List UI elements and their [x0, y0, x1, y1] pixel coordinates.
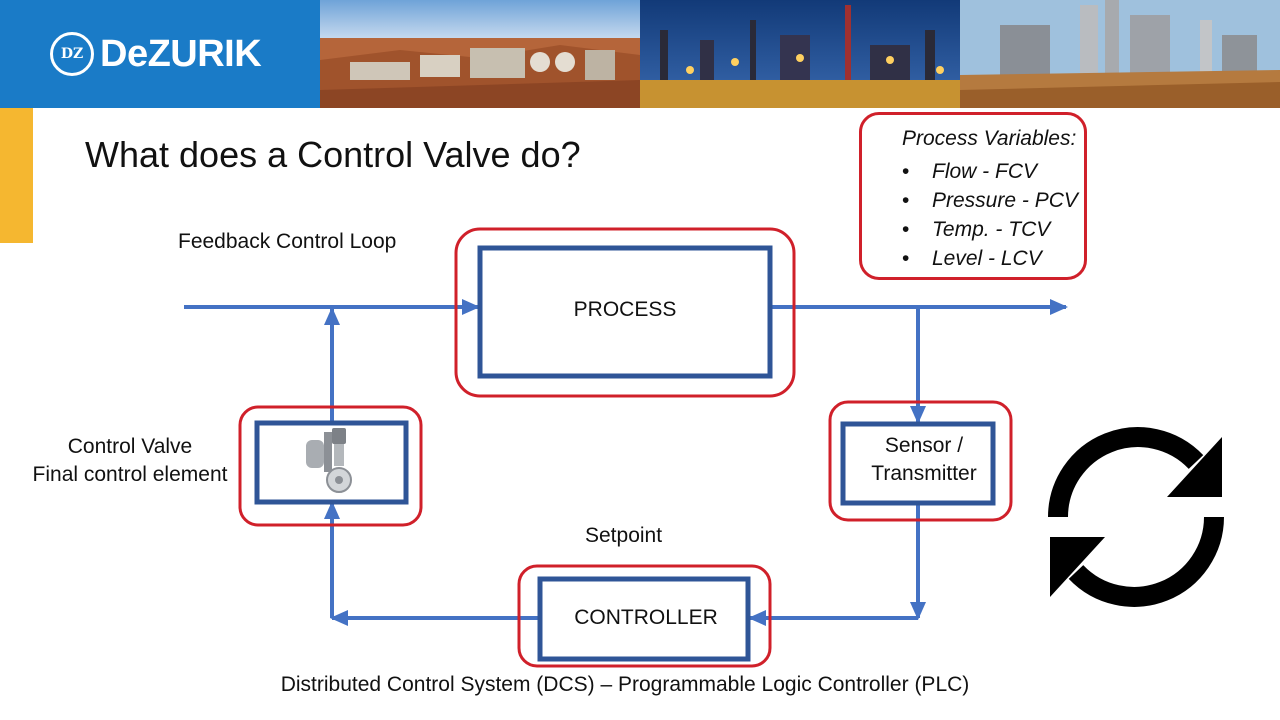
- list-item: Level - LCV: [902, 244, 1078, 273]
- valve-label-line1: Control Valve: [67, 435, 193, 458]
- process-variables-list: Flow - FCV Pressure - PCV Temp. - TCV Le…: [902, 157, 1078, 273]
- mine-photo: [320, 0, 640, 108]
- feedback-loop-label: Feedback Control Loop: [178, 230, 397, 253]
- mill-photo: [960, 0, 1280, 108]
- refresh-cycle-icon: [1048, 427, 1224, 607]
- sensor-label-line1: Sensor /: [884, 434, 964, 457]
- control-valve-icon: [306, 428, 352, 493]
- list-item: Flow - FCV: [902, 157, 1078, 186]
- setpoint-label: Setpoint: [585, 524, 663, 547]
- logo-text: DeZURIK: [100, 32, 262, 75]
- process-label: PROCESS: [573, 298, 677, 321]
- valve-highlight: [238, 405, 423, 527]
- process-box: [477, 245, 773, 379]
- refinery-night-photo: [640, 0, 960, 108]
- controller-box: [537, 576, 751, 662]
- controller-highlight: [517, 564, 772, 668]
- list-item: Temp. - TCV: [902, 215, 1078, 244]
- process-variables-heading: Process Variables:: [902, 127, 1077, 150]
- dezurik-logo-icon: DZ: [50, 32, 94, 76]
- accent-bar: [0, 108, 33, 243]
- process-variables-box: Process Variables: Flow - FCV Pressure -…: [859, 112, 1087, 280]
- valve-label-line2: Final control element: [32, 463, 228, 486]
- logo: DZ DeZURIK: [0, 0, 320, 108]
- footer-label: Distributed Control System (DCS) – Progr…: [280, 673, 970, 696]
- sensor-box: [840, 421, 996, 506]
- list-item: Pressure - PCV: [902, 186, 1078, 215]
- sensor-label-line2: Transmitter: [871, 462, 977, 485]
- controller-label: CONTROLLER: [574, 606, 718, 629]
- process-highlight: [454, 227, 796, 398]
- header-banner: DZ DeZURIK: [0, 0, 1280, 108]
- sensor-highlight: [828, 400, 1013, 522]
- page-title: What does a Control Valve do?: [85, 134, 581, 175]
